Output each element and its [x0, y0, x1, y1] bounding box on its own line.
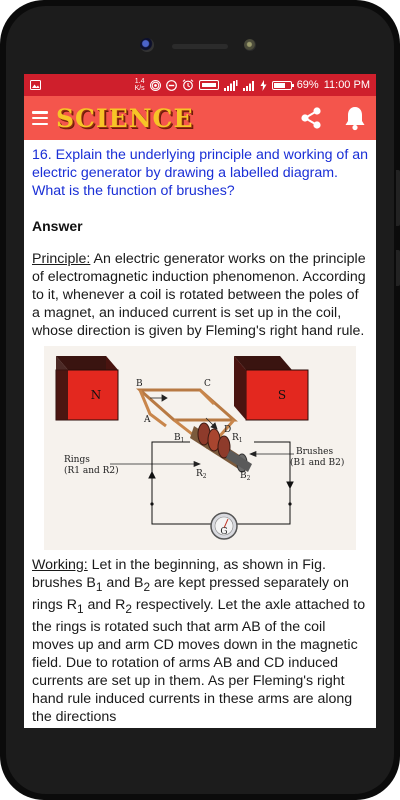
battery-level	[273, 82, 285, 88]
galvanometer: G	[210, 512, 238, 540]
magnet-south: S	[234, 356, 309, 421]
share-icon[interactable]	[298, 105, 324, 131]
do-not-disturb-icon	[165, 79, 177, 91]
battery-percent: 69%	[296, 79, 319, 91]
slip-rings-axle	[190, 422, 252, 473]
magnet-north: N	[55, 356, 119, 421]
signal-sim2-icon	[242, 79, 255, 91]
coil-direction-arrows	[150, 394, 218, 430]
coil-label-b: B	[136, 379, 143, 389]
bell-notification-icon[interactable]	[342, 105, 368, 131]
volte-icon	[198, 79, 219, 91]
coil-label-a: A	[143, 415, 151, 425]
charging-icon	[260, 79, 267, 91]
galvanometer-label: G	[220, 527, 227, 537]
front-camera	[140, 38, 154, 52]
app-bar: SCIENCE	[24, 96, 376, 140]
alarm-icon	[182, 79, 194, 91]
clock: 11:00 PM	[323, 79, 370, 91]
brushes-caption-line2: (B1 and B2)	[290, 457, 344, 468]
brush-b2-label: B2	[240, 471, 251, 482]
magnet-s-label: S	[278, 388, 286, 402]
hamburger-menu-icon[interactable]	[32, 111, 48, 125]
rings-caption-line2: (R1 and R2)	[64, 465, 119, 476]
question-text: 16. Explain the underlying principle and…	[32, 147, 368, 199]
principle-label: Principle:	[32, 251, 91, 267]
power-button[interactable]	[396, 250, 400, 286]
coil-label-c: C	[204, 379, 211, 389]
working-label: Working:	[32, 557, 88, 573]
magnet-n-label: N	[91, 388, 102, 402]
ring-r2-label: R2	[196, 469, 207, 480]
working-paragraph: Working: Let in the beginning, as shown …	[32, 557, 366, 725]
article-content: 16. Explain the underlying principle and…	[24, 140, 376, 726]
earpiece-speaker	[172, 44, 228, 49]
external-circuit	[148, 441, 294, 525]
ring-r1-label: R1	[232, 433, 243, 444]
hotspot-icon	[149, 79, 161, 91]
generator-diagram: N S	[44, 346, 356, 550]
proximity-sensor	[244, 39, 256, 51]
brushes-caption-line1: Brushes	[296, 447, 333, 457]
brush-b1-label: B1	[174, 433, 184, 444]
battery-icon	[271, 80, 294, 90]
rings-caption-line1: Rings	[64, 455, 90, 465]
signal-sim1-icon	[223, 79, 238, 91]
principle-text: An electric generator works on the princ…	[32, 251, 366, 339]
principle-paragraph: Principle: An electric generator works o…	[32, 250, 368, 340]
app-title: SCIENCE	[56, 103, 194, 133]
volume-button[interactable]	[396, 170, 400, 226]
answer-heading: Answer	[32, 218, 83, 234]
gallery-notification-icon	[30, 79, 41, 91]
coil-label-d: D	[224, 425, 231, 435]
